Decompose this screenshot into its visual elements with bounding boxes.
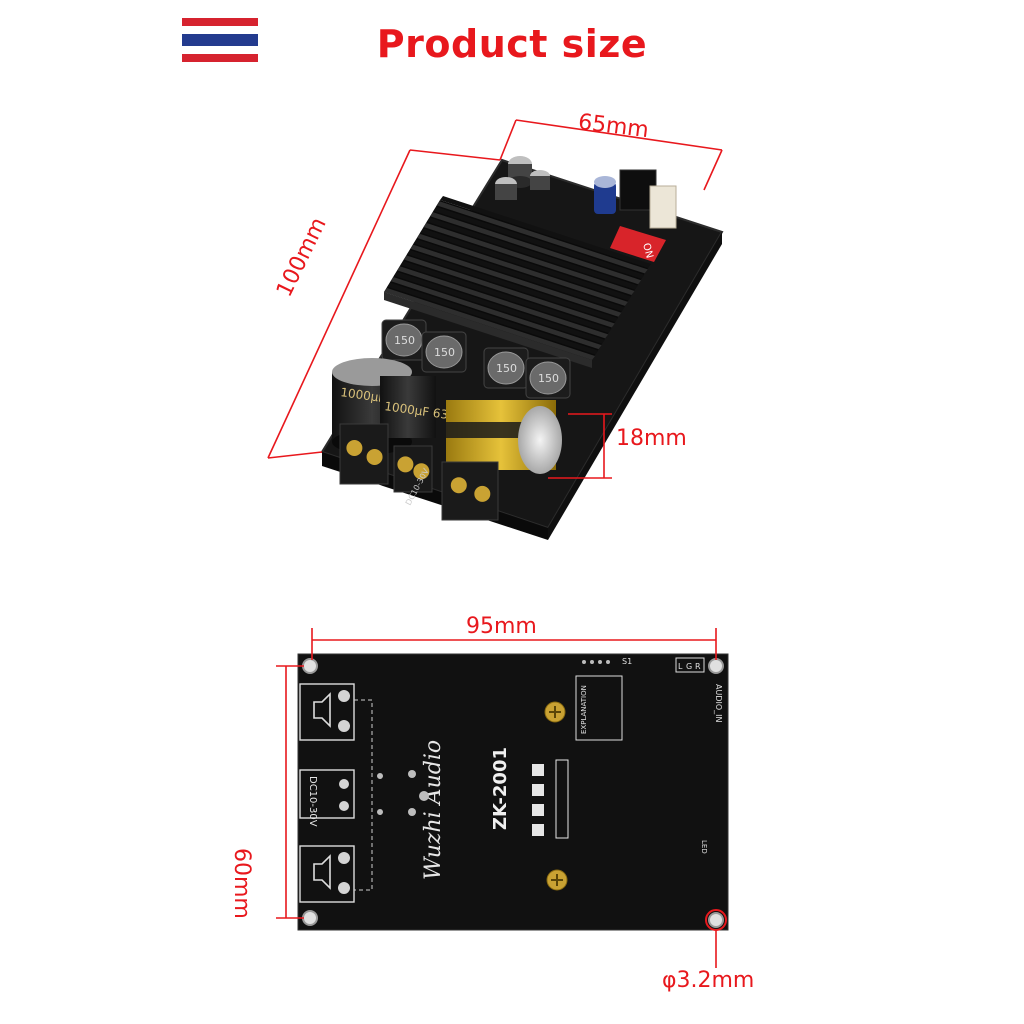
heatsink-fin xyxy=(436,201,648,274)
inductor-label: 150 xyxy=(496,362,517,375)
heatsink-fin xyxy=(420,228,632,301)
heatsink-fin xyxy=(397,266,609,339)
heatsink-fin xyxy=(400,260,612,333)
inductor-label: 150 xyxy=(538,372,559,385)
top-dimension-lines xyxy=(267,119,723,479)
width-95-label: 95mm xyxy=(466,614,537,639)
inductor-label: 150 xyxy=(434,346,455,359)
audio-in-label: AUDIO_IN xyxy=(714,684,723,723)
pcb-board-bottom xyxy=(297,653,729,931)
input-connector xyxy=(649,185,677,229)
speaker-left-block xyxy=(299,683,355,741)
terminal-block xyxy=(339,423,389,485)
speaker-right-block xyxy=(299,845,355,903)
bottom-dimension-lines xyxy=(276,628,727,968)
bottom-view-board: DC10-30V EXPLANATION xyxy=(297,653,729,931)
heatsink-fin xyxy=(413,239,625,312)
small-capacitors xyxy=(495,156,550,200)
brand-logo: Wuzhi Audio xyxy=(421,740,446,880)
svg-text:EXPLANATION: EXPLANATION xyxy=(580,685,588,734)
explanation-box xyxy=(575,675,623,741)
svg-text:L: L xyxy=(678,662,683,671)
svg-text:G: G xyxy=(686,662,692,671)
thailand-flag-icon xyxy=(182,18,258,62)
screws xyxy=(544,701,568,891)
model-number: ZK-2001 xyxy=(490,747,511,830)
hole-diameter-label: φ3.2mm xyxy=(662,968,755,993)
inductor: 150 xyxy=(525,357,571,399)
heatsink-fin xyxy=(393,271,605,344)
page-title: Product size xyxy=(376,22,648,66)
terminal-block xyxy=(393,445,433,493)
svg-text:ON: ON xyxy=(640,242,655,260)
heatsink-fin xyxy=(423,223,635,296)
lgr-labels: L G R xyxy=(675,657,705,673)
heatsink-fin xyxy=(426,217,638,290)
inductors: 150 150 150 150 xyxy=(381,319,571,399)
terminal-blocks xyxy=(339,423,499,521)
capacitor-gold xyxy=(446,400,562,474)
heatsink xyxy=(384,196,651,368)
inductor-label: 150 xyxy=(394,334,415,347)
led-label: LED xyxy=(700,840,708,854)
terminal-block xyxy=(441,461,499,521)
heatsink-fin xyxy=(407,250,619,323)
height-18-label: 18mm xyxy=(616,426,687,451)
inductor: 150 xyxy=(381,319,427,361)
heatsink-fin xyxy=(390,277,602,350)
heatsink-fin xyxy=(416,233,628,306)
s1-label: S1 xyxy=(622,657,632,666)
solder-pads xyxy=(532,759,569,839)
heatsink-fin xyxy=(440,196,651,268)
power-block: DC10-30V xyxy=(299,769,355,827)
mounting-holes xyxy=(302,658,724,928)
heatsink-fin xyxy=(384,288,595,360)
blue-capacitor xyxy=(594,176,616,214)
heatsink-fin xyxy=(403,255,615,328)
heatsink-fin xyxy=(433,206,645,279)
inductor: 150 xyxy=(421,331,467,373)
heatsink-fin xyxy=(430,212,642,285)
svg-text:R: R xyxy=(695,662,701,671)
height-60-label: 60mm xyxy=(229,848,254,919)
svg-text:DC10-30V: DC10-30V xyxy=(307,776,318,827)
heatsink-fin xyxy=(410,244,622,317)
dip-switch: ON xyxy=(610,226,666,262)
heatsink-fin xyxy=(387,282,599,355)
inductor: 150 xyxy=(483,347,529,389)
